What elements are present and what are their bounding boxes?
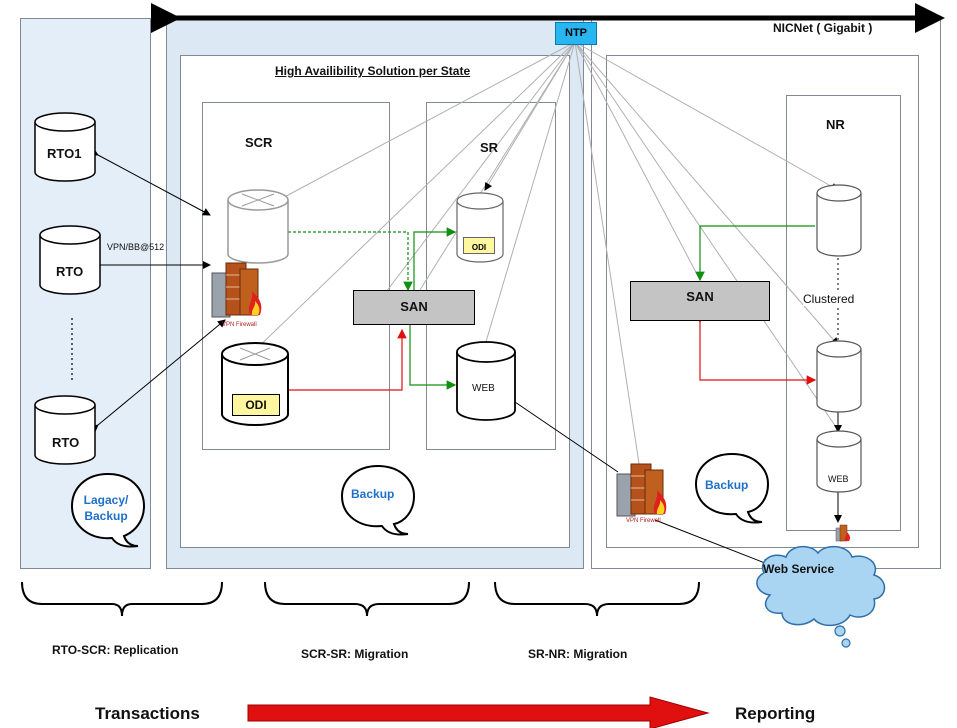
nr-title: NR <box>826 117 845 132</box>
scr-title: SCR <box>245 135 273 150</box>
nr-db-top <box>816 184 862 257</box>
nr-firewall-icon <box>616 463 667 517</box>
nr-san: SAN <box>630 281 770 321</box>
ntp-box: NTP <box>555 22 597 45</box>
nr-san-label: SAN <box>686 289 714 304</box>
legacy-backup-bubble <box>70 472 146 548</box>
ha-title: High Availibility Solution per State <box>275 64 471 78</box>
phase-braces <box>21 581 700 617</box>
rto1-label: RTO1 <box>47 146 82 161</box>
web-service-cloud <box>756 545 886 648</box>
rto3-db <box>34 395 96 465</box>
phase-scr-sr: SCR-SR: Migration <box>301 647 409 661</box>
sr-odi-box: ODI <box>463 237 495 254</box>
scr-odi-box: ODI <box>232 394 280 416</box>
web-service-firewall-icon <box>835 524 851 542</box>
vpn-label: VPN/BB@512 <box>107 242 165 252</box>
legacy-backup-label: Lagacy/ Backup <box>83 493 129 523</box>
clustered-label: Clustered <box>803 292 855 306</box>
rto-zone <box>20 18 151 569</box>
sr-title: SR <box>480 140 499 155</box>
phase-rto-scr: RTO-SCR: Replication <box>52 643 179 657</box>
web-service-label: Web Service <box>763 562 835 576</box>
sr-san-label: SAN <box>400 299 428 314</box>
nicnet-label: NICNet ( Gigabit ) <box>773 21 873 35</box>
ntp-label: NTP <box>565 27 587 39</box>
flow-arrow <box>247 696 710 728</box>
sr-odi-db <box>456 192 504 263</box>
ntp-links <box>249 41 839 471</box>
scr-odi-label: ODI <box>245 398 267 412</box>
nr-firewall-label: VPN Firewall <box>626 518 661 524</box>
scr-firewall-icon <box>211 262 262 318</box>
scr-firewall-label: VPN Firewall <box>222 322 257 328</box>
nr-web-db <box>816 430 862 493</box>
rto2-db <box>39 225 101 295</box>
sr-san: SAN <box>353 290 475 325</box>
flow-reporting: Reporting <box>735 704 816 723</box>
sr-web-label: WEB <box>472 383 495 394</box>
sr-web-db <box>456 341 516 421</box>
rto1-db <box>34 112 96 182</box>
nr-backup-bubble <box>694 452 770 524</box>
scr-backup-label: Backup <box>351 487 395 501</box>
phase-sr-nr: SR-NR: Migration <box>528 647 628 661</box>
rto2-label: RTO <box>56 264 84 279</box>
sr-odi-label: ODI <box>471 243 487 252</box>
flow-transactions: Transactions <box>95 704 200 723</box>
nr-db-mid <box>816 340 862 413</box>
scr-replica-db <box>227 189 289 264</box>
scr-backup-bubble <box>340 464 416 536</box>
rto3-label: RTO <box>52 435 80 450</box>
nr-backup-label: Backup <box>705 478 749 492</box>
nr-web-label: WEB <box>828 474 849 484</box>
